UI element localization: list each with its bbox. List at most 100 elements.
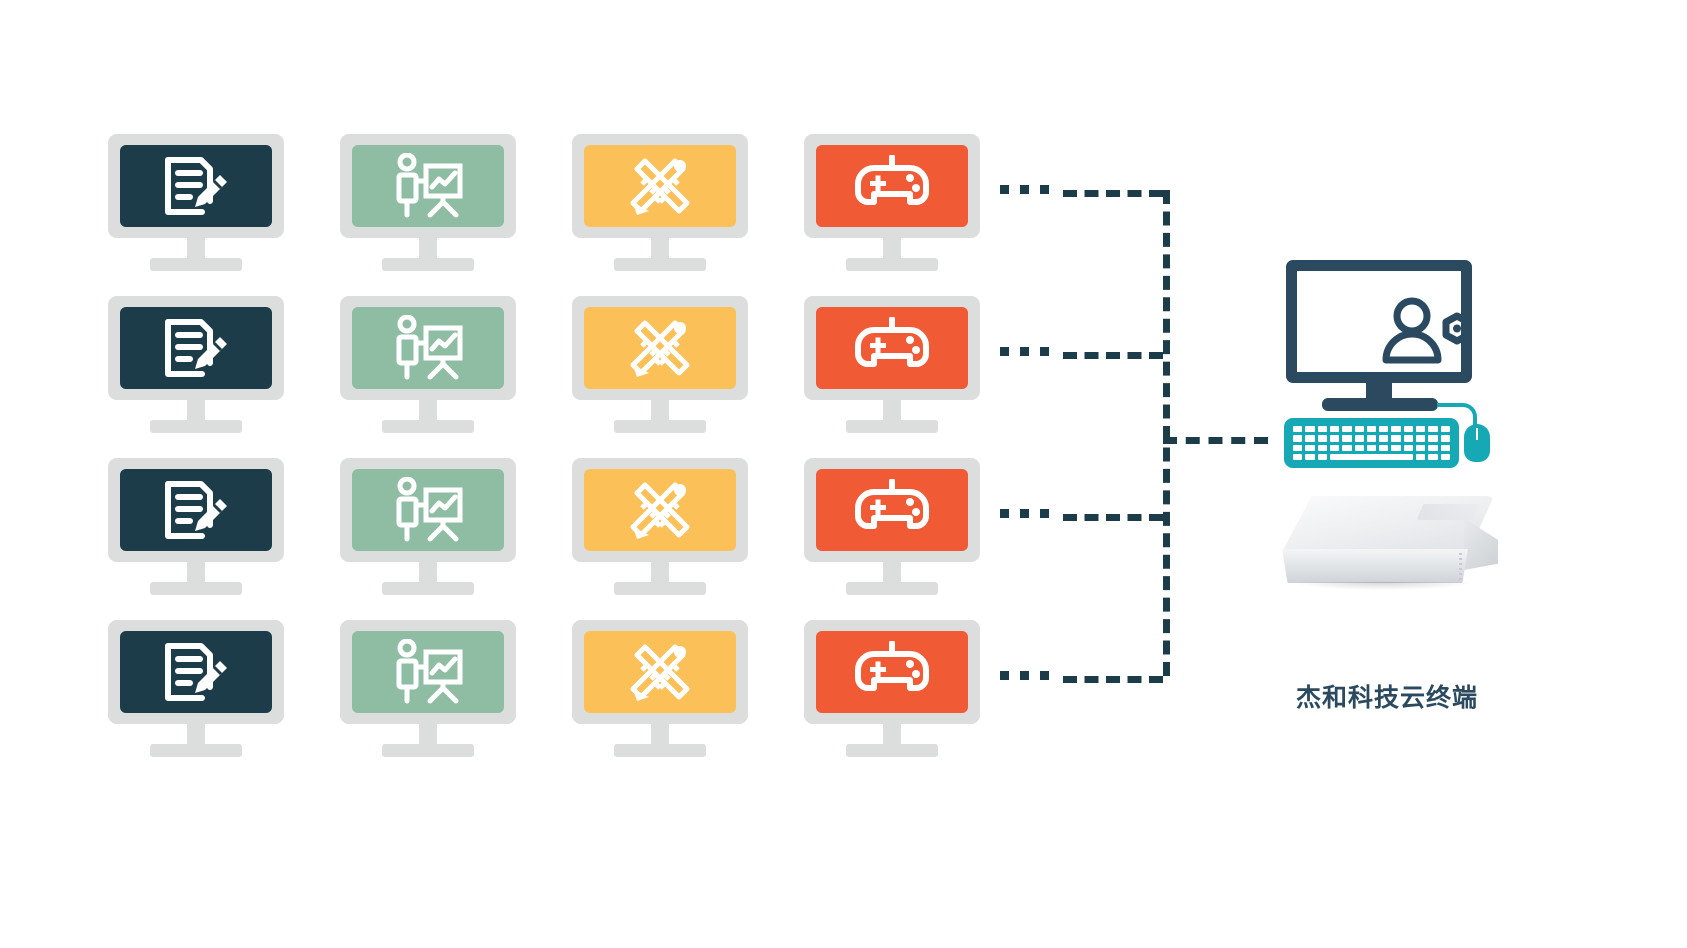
monitor-stand <box>614 258 706 271</box>
keyboard-key <box>1317 453 1327 460</box>
monitor-neck <box>651 724 669 746</box>
monitor-stand <box>846 420 938 433</box>
client-monitor-presentation[interactable] <box>340 620 516 760</box>
keyboard-key <box>1317 435 1327 442</box>
monitor-neck <box>651 562 669 584</box>
audio-out-jack <box>1310 617 1319 626</box>
keyboard-key <box>1305 435 1315 442</box>
dot <box>1020 347 1029 356</box>
presenter-chart-icon <box>392 315 464 381</box>
client-monitor-document[interactable] <box>108 296 284 436</box>
keyboard-key <box>1366 435 1377 442</box>
vent-grill <box>1459 553 1462 583</box>
monitor-stand <box>382 258 474 271</box>
game-controller-icon <box>854 317 930 379</box>
dot <box>1020 509 1029 518</box>
document-pencil-icon <box>162 477 230 543</box>
dot <box>1020 671 1029 680</box>
keyboard-key <box>1293 435 1303 442</box>
monitor-neck <box>651 400 669 422</box>
dot <box>1040 509 1049 518</box>
monitor-screen <box>352 631 504 713</box>
monitor-screen <box>352 307 504 389</box>
mini-pc-side <box>1464 518 1498 570</box>
client-monitor-presentation[interactable] <box>340 296 516 436</box>
usb-port <box>1365 617 1384 626</box>
pencil-ruler-icon <box>625 477 695 543</box>
client-monitor-design[interactable] <box>572 458 748 598</box>
client-monitor-document[interactable] <box>108 134 284 274</box>
monitor-neck <box>187 238 205 260</box>
monitor-screen <box>816 145 968 227</box>
game-controller-icon <box>854 479 930 541</box>
monitor-neck <box>883 238 901 260</box>
keyboard-key <box>1379 426 1389 433</box>
monitor-stand <box>150 258 242 271</box>
user-settings-icon <box>1382 296 1472 375</box>
client-monitor-design[interactable] <box>572 296 748 436</box>
terminal-monitor-base <box>1322 398 1438 411</box>
monitor-neck <box>419 238 437 260</box>
keyboard-key <box>1391 444 1401 451</box>
keyboard-key <box>1342 444 1352 451</box>
keyboard-key <box>1342 435 1352 442</box>
keyboard-spacebar <box>1329 453 1414 460</box>
keyboard-key <box>1293 453 1303 460</box>
monitor-neck <box>187 400 205 422</box>
monitor-stand <box>846 258 938 271</box>
dot <box>1000 347 1009 356</box>
ellipsis-dots <box>1000 347 1049 356</box>
keyboard-key <box>1416 453 1426 460</box>
monitor-neck <box>419 724 437 746</box>
monitor-neck <box>883 724 901 746</box>
client-monitor-presentation[interactable] <box>340 458 516 598</box>
mouse-cord <box>1437 403 1477 429</box>
client-monitor-gaming[interactable] <box>804 134 980 274</box>
keyboard-key <box>1293 444 1303 451</box>
mini-pc-shadow <box>1294 582 1472 590</box>
dot <box>1000 509 1009 518</box>
monitor-stand <box>150 582 242 595</box>
client-monitor-design[interactable] <box>572 134 748 274</box>
client-monitor-presentation[interactable] <box>340 134 516 274</box>
presenter-chart-icon <box>392 639 464 705</box>
mini-pc-ports <box>1310 610 1476 632</box>
connector-line-horizontal <box>1063 352 1163 359</box>
monitor-screen <box>352 145 504 227</box>
terminal-monitor-neck <box>1366 383 1392 401</box>
terminal-monitor <box>1286 260 1472 383</box>
client-monitor-design[interactable] <box>572 620 748 760</box>
monitor-stand <box>614 420 706 433</box>
keyboard-key <box>1379 444 1389 451</box>
monitor-neck <box>651 238 669 260</box>
dot <box>1040 671 1049 680</box>
keyboard-key <box>1440 453 1450 460</box>
ellipsis-dots <box>1000 509 1049 518</box>
dot <box>1000 671 1009 680</box>
monitor-neck <box>187 724 205 746</box>
keyboard-key <box>1329 426 1340 433</box>
monitor-neck <box>187 562 205 584</box>
keyboard-key <box>1391 435 1401 442</box>
monitor-screen <box>120 307 272 389</box>
monitor-stand <box>382 420 474 433</box>
client-monitor-gaming[interactable] <box>804 458 980 598</box>
monitor-stand <box>614 744 706 757</box>
power-button[interactable] <box>1421 615 1434 628</box>
keyboard-key <box>1403 444 1414 451</box>
presenter-chart-icon <box>392 477 464 543</box>
keyboard-key <box>1440 426 1450 433</box>
client-monitor-gaming[interactable] <box>804 296 980 436</box>
monitor-stand <box>846 582 938 595</box>
monitor-screen <box>120 469 272 551</box>
client-monitor-document[interactable] <box>108 458 284 598</box>
keyboard-key <box>1354 444 1364 451</box>
ellipsis-dots <box>1000 185 1049 194</box>
client-monitor-gaming[interactable] <box>804 620 980 760</box>
presenter-chart-icon <box>392 153 464 219</box>
game-controller-icon <box>854 155 930 217</box>
client-monitor-document[interactable] <box>108 620 284 760</box>
keyboard-key <box>1293 426 1303 433</box>
connector-line-vertical <box>1163 190 1170 676</box>
keyboard-key <box>1416 426 1426 433</box>
